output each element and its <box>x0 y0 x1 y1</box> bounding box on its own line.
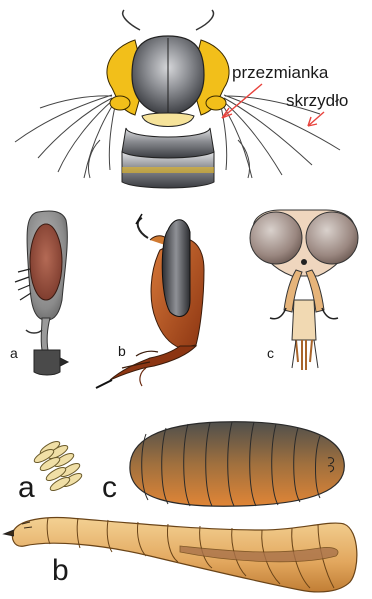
bottom-figure-a-eggs <box>32 439 83 493</box>
label-mid-c: c <box>267 345 274 361</box>
label-bottom-a: a <box>18 471 35 504</box>
right-antenna <box>196 10 213 30</box>
mid-figure-a-antenna <box>15 211 68 375</box>
mid-figure-b-leg <box>96 214 204 388</box>
left-antenna <box>123 10 140 30</box>
label-mid-b: b <box>118 343 126 359</box>
label-przezmianka: przezmianka <box>232 63 329 82</box>
label-mid-a: a <box>10 345 18 361</box>
label-bottom-c: c <box>102 471 117 504</box>
scutellum <box>142 113 194 127</box>
label-bottom-b: b <box>52 554 69 587</box>
abdomen-segment-1 <box>122 128 214 158</box>
label-skrzydlo: skrzydło <box>286 91 348 110</box>
left-wing <box>15 95 115 178</box>
arrow-przezmianka <box>222 84 262 118</box>
bottom-figure-c-puparium <box>130 422 344 506</box>
